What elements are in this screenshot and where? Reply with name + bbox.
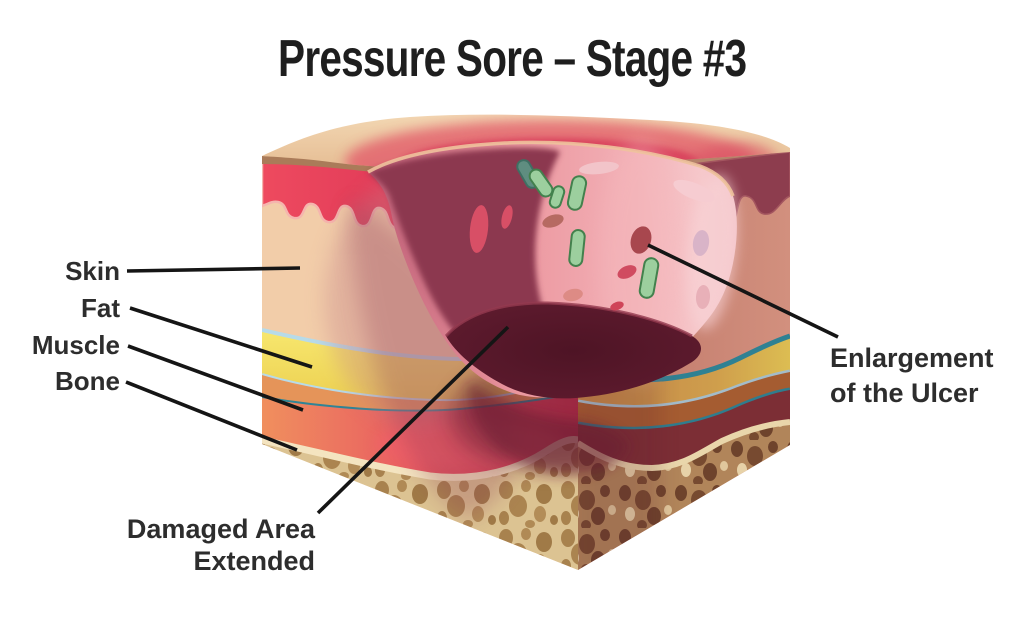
ulcer-crater (367, 140, 738, 475)
blood-spot (617, 265, 637, 279)
bacteria-rod (528, 168, 554, 198)
blood-spot (501, 205, 513, 229)
blood-spot (610, 301, 624, 311)
label-bone: Bone (55, 366, 120, 396)
leader-line-skin (126, 266, 301, 273)
label-skin: Skin (65, 256, 120, 286)
ulcer-rim-highlight (367, 140, 735, 197)
label-damaged-area: Damaged Area Extended (0, 513, 315, 577)
leader-lines (125, 243, 839, 515)
damaged-front-lobe (469, 382, 628, 475)
label-damaged-line2: Extended (193, 546, 315, 576)
label-fat: Fat (81, 293, 120, 323)
ulcer-debris (469, 159, 715, 311)
label-enlargement-line2: of the Ulcer (830, 378, 979, 408)
label-enlargement-line1: Enlargement (830, 343, 994, 373)
leader-line-enlargement (647, 243, 839, 339)
tissue-spot (695, 285, 711, 309)
bacteria-rod (638, 257, 660, 299)
bacteria-rod (566, 175, 588, 211)
tissue-spot (692, 230, 710, 256)
blood-spot (469, 205, 489, 253)
page-title-text: Pressure Sore – Stage #3 (277, 30, 747, 88)
leader-line-bone (125, 380, 298, 452)
debris-spot (563, 288, 583, 302)
bacteria-rod (548, 185, 566, 209)
leader-line-damaged-area (316, 325, 510, 515)
label-damaged-line1: Damaged Area (126, 514, 315, 544)
ulcer-floor (446, 302, 701, 399)
bacteria-rod (568, 229, 586, 267)
ulcer-lesion-spot (630, 226, 652, 254)
mucus-highlight (579, 161, 619, 175)
label-muscle: Muscle (31, 330, 120, 360)
debris-spot (542, 214, 564, 228)
page-title: Pressure Sore – Stage #3 (0, 30, 1024, 88)
mucus-highlight (673, 179, 715, 203)
label-enlargement: Enlargement of the Ulcer (830, 341, 1020, 411)
leader-line-fat (129, 306, 313, 369)
leader-line-muscle (127, 344, 304, 412)
ulcer-floor-edge (444, 301, 693, 338)
